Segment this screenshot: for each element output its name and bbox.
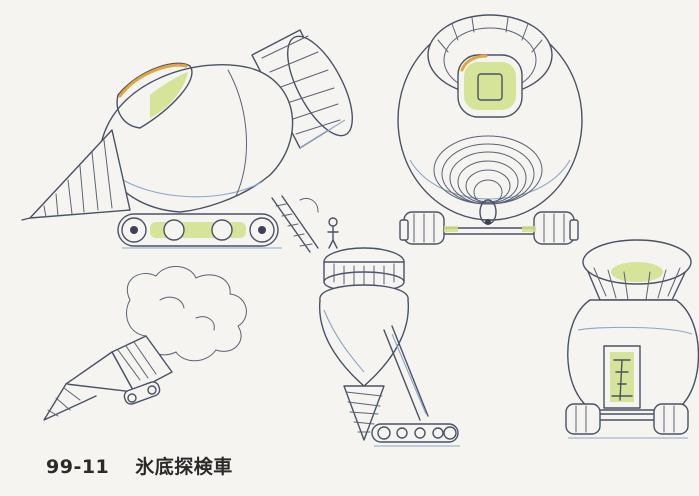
front-view-drill-rings [433,135,543,225]
caption-title: 氷底探検車 [135,456,233,478]
vertical-support-arm [383,325,429,421]
rear-view-wheels [565,403,689,439]
rear-view-hatch [603,345,641,409]
side-view-ramp [271,195,319,253]
side-view-body [99,64,294,213]
caption-code: 99-11 [46,456,110,478]
front-view-wheels [399,211,579,245]
front-view-drill-vehicle [397,14,583,245]
vertical-drill-view [319,247,460,447]
rear-view-drill-vehicle [565,239,699,439]
vertical-crawler [371,423,460,447]
front-view-cockpit [457,54,523,118]
vertical-body [319,284,409,387]
vertical-drill-bit [343,385,385,441]
side-view-canopy [116,62,193,129]
drilling-action-view [43,266,247,421]
angled-vehicle [43,335,173,421]
scale-figure [299,198,339,249]
side-view-drum [251,29,354,149]
rear-view-drum [582,239,692,301]
caption: 99-11 氷底探検車 [46,452,233,479]
side-view-drill-vehicle [21,29,354,253]
side-view-drill [21,129,131,221]
side-view-tracks [117,213,282,249]
